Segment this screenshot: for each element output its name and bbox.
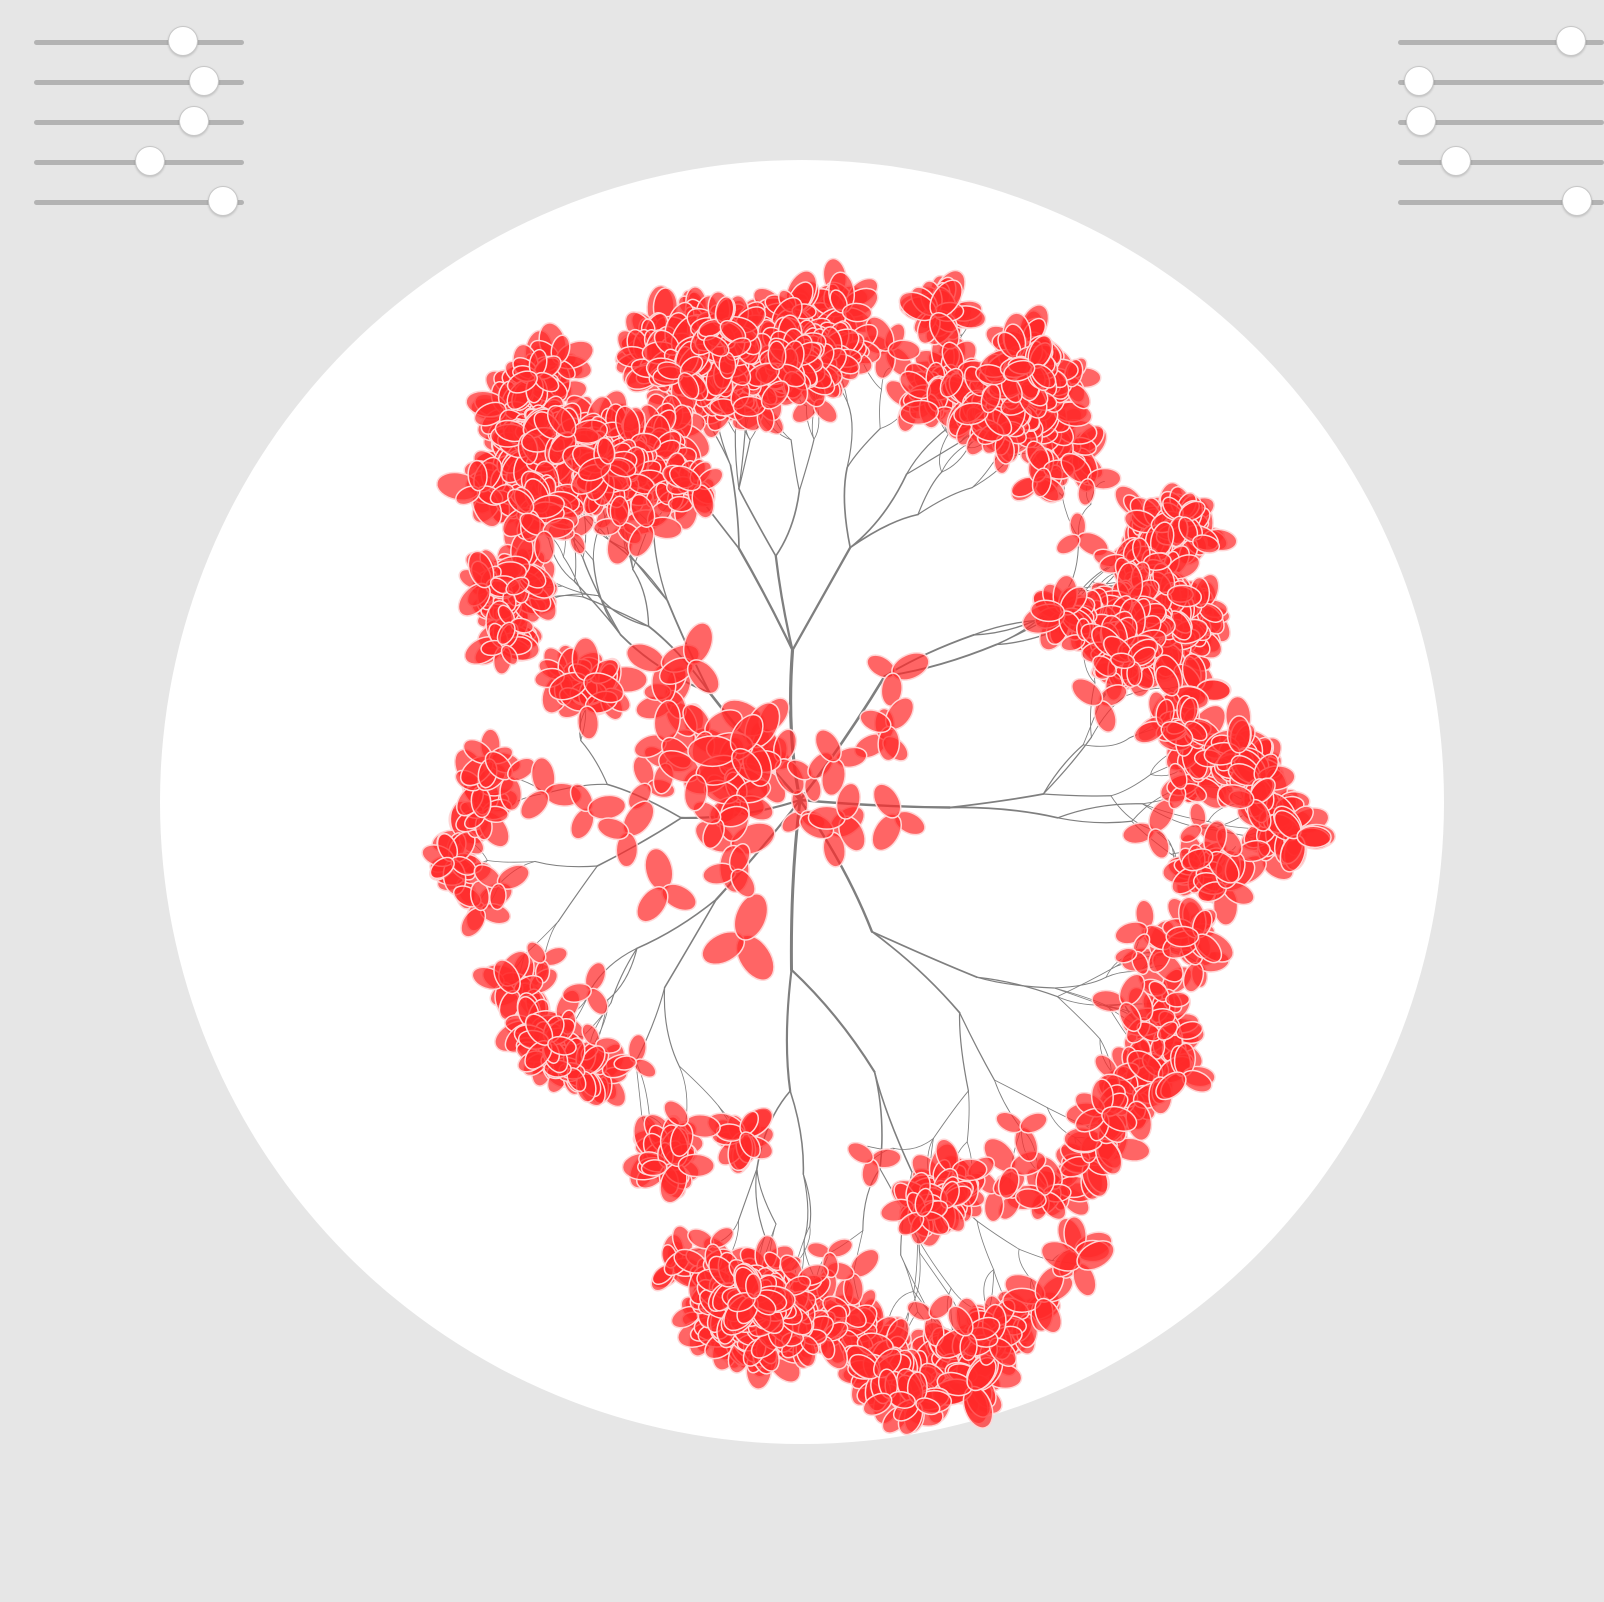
branch <box>976 976 1058 998</box>
branch <box>1082 737 1130 747</box>
branch <box>755 1167 766 1237</box>
branch <box>610 947 638 1004</box>
branch <box>636 898 718 950</box>
branch <box>607 947 638 1001</box>
branch <box>873 1071 913 1173</box>
branch <box>790 439 800 492</box>
blossom-layer <box>421 257 1337 1436</box>
branch <box>738 439 751 490</box>
petal <box>506 370 538 394</box>
branch <box>729 464 740 550</box>
branch <box>948 806 1059 819</box>
branch <box>871 930 961 1014</box>
branch <box>582 596 650 627</box>
branch <box>789 1090 805 1175</box>
branch <box>966 1090 970 1143</box>
branch <box>802 1173 812 1227</box>
branch <box>1042 744 1084 795</box>
branch <box>663 987 680 1067</box>
branch <box>738 487 777 557</box>
branch <box>976 1220 1020 1250</box>
branch <box>983 1269 995 1305</box>
branch <box>1057 803 1143 819</box>
branch <box>894 1138 934 1150</box>
branch <box>678 1065 720 1107</box>
branch <box>976 976 1055 989</box>
branch <box>774 489 801 557</box>
branch <box>932 1090 969 1139</box>
branch <box>958 1012 970 1092</box>
petal <box>473 401 507 427</box>
branch <box>756 1167 777 1225</box>
petal <box>609 495 630 527</box>
branch <box>1042 793 1112 797</box>
branch <box>580 740 608 785</box>
petal <box>732 395 766 418</box>
branch <box>871 930 978 979</box>
branch <box>632 568 650 627</box>
branch <box>917 487 973 516</box>
petal <box>533 530 556 564</box>
branch <box>738 1167 758 1221</box>
branch <box>785 968 793 1093</box>
branch <box>905 440 962 475</box>
branch <box>888 1291 915 1319</box>
branch <box>597 595 650 627</box>
branch <box>948 793 1045 809</box>
branch <box>917 471 943 516</box>
branch <box>846 402 853 469</box>
branch <box>790 968 876 1073</box>
petal <box>841 302 873 323</box>
branch <box>582 557 622 636</box>
branch <box>843 466 852 549</box>
branch <box>663 898 718 989</box>
branch <box>879 389 883 430</box>
branch <box>1053 976 1107 989</box>
branch <box>737 547 794 652</box>
branch <box>774 554 794 652</box>
petal <box>745 1272 763 1300</box>
branch <box>976 1220 995 1271</box>
blossom <box>506 348 560 394</box>
branch <box>596 817 683 867</box>
branch <box>1056 996 1101 1040</box>
branch <box>557 865 598 922</box>
branch <box>846 428 881 469</box>
branch <box>941 444 966 473</box>
branch <box>993 1079 1048 1109</box>
petal <box>959 1332 978 1362</box>
branch <box>849 473 908 549</box>
branch <box>791 546 852 652</box>
petal <box>1296 825 1332 849</box>
branch <box>919 1252 952 1299</box>
branch <box>797 1225 811 1258</box>
branch <box>1042 736 1093 795</box>
branch <box>798 438 815 492</box>
branch <box>1057 817 1133 824</box>
branch <box>534 860 598 868</box>
petal <box>887 339 921 361</box>
branch <box>486 860 536 863</box>
branch <box>958 1012 996 1081</box>
branch <box>734 432 740 490</box>
branch <box>1056 966 1117 998</box>
petal <box>1226 715 1252 754</box>
branch <box>1110 774 1152 797</box>
branch <box>562 556 584 598</box>
